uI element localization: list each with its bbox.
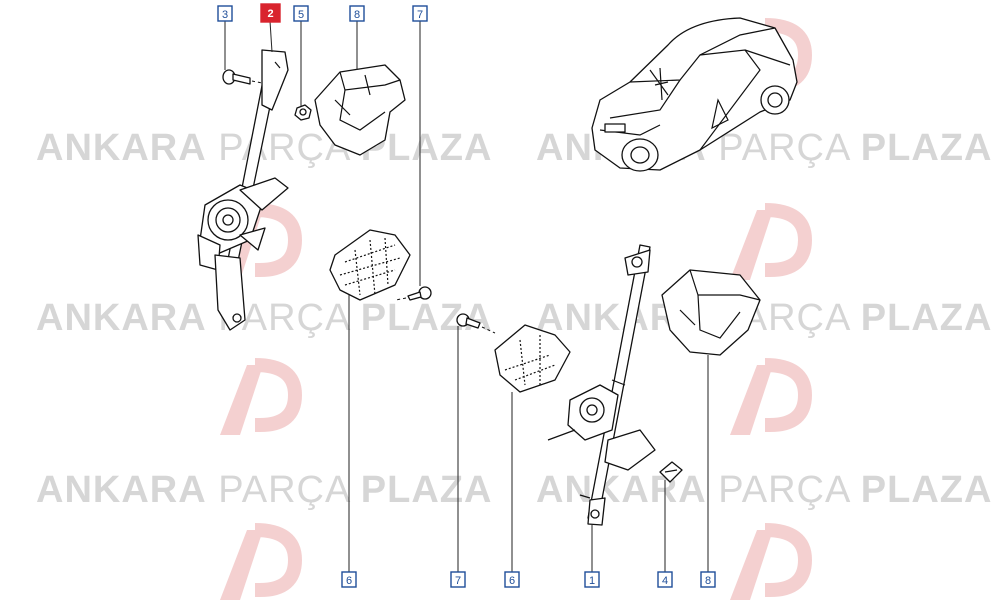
callout-8-top[interactable]: 8 — [349, 5, 365, 22]
callout-1-label: 1 — [589, 575, 595, 587]
callout-1[interactable]: 1 — [584, 571, 600, 588]
callout-2-label: 2 — [267, 8, 273, 20]
callout-3[interactable]: 3 — [217, 5, 233, 22]
watermark-logo — [730, 523, 813, 600]
watermark-word-1: ANKARA — [36, 469, 207, 511]
part-1-window-regulator[interactable] — [547, 244, 656, 526]
watermark-word-1: ANKARA — [36, 127, 207, 169]
watermark-word-2: PARÇA — [218, 469, 351, 511]
watermark-logo — [730, 203, 813, 280]
part-6-cover-plate-left[interactable] — [329, 229, 411, 301]
part-5-nut[interactable] — [294, 104, 312, 121]
callout-5-label: 5 — [298, 9, 304, 21]
callout-4[interactable]: 4 — [657, 571, 673, 588]
callout-8-bottom-label: 8 — [705, 575, 711, 587]
callout-4-label: 4 — [662, 575, 668, 587]
watermark-word-3: PLAZA — [361, 297, 493, 339]
watermark-logo — [220, 523, 303, 600]
part-8-motor-cover-top[interactable] — [314, 64, 406, 156]
watermark-text: ANKARA PARÇA PLAZA ANKARA PARÇA PLAZA AN… — [36, 127, 993, 511]
callout-7-top[interactable]: 7 — [412, 5, 428, 22]
callout-6-right[interactable]: 6 — [504, 571, 520, 588]
part-6-cover-plate-right[interactable] — [494, 324, 571, 393]
watermark-logo — [220, 358, 303, 435]
svg-text:ANKARA PARÇA PLAZA: ANKARA PARÇA PLAZA — [536, 469, 992, 511]
watermark-word-3: PLAZA — [861, 127, 993, 169]
car-illustration — [591, 17, 798, 172]
callout-5[interactable]: 5 — [293, 5, 309, 22]
callout-7-bottom[interactable]: 7 — [450, 571, 466, 588]
callout-7-bottom-label: 7 — [455, 575, 461, 587]
watermark-logos — [220, 18, 813, 600]
part-4-clip[interactable] — [659, 461, 683, 483]
part-3-bolt[interactable] — [222, 69, 263, 85]
callout-2[interactable]: 2 — [260, 3, 281, 23]
watermark-word-1: ANKARA — [36, 297, 207, 339]
callout-6-left[interactable]: 6 — [341, 571, 357, 588]
part-7-screw-lower[interactable] — [456, 313, 496, 334]
callout-8-bottom[interactable]: 8 — [700, 571, 716, 588]
callout-8-top-label: 8 — [354, 9, 360, 21]
callouts: 3 2 5 8 7 6 7 6 — [217, 3, 716, 588]
watermark-word-3: PLAZA — [861, 469, 993, 511]
watermark-word-2: PARÇA — [718, 469, 851, 511]
part-7-screw-upper[interactable] — [395, 286, 432, 301]
watermark-word-2: PARÇA — [718, 127, 851, 169]
watermark-word-1: ANKARA — [536, 469, 707, 511]
watermark-logo — [730, 358, 813, 435]
callout-6-right-label: 6 — [509, 575, 515, 587]
callout-6-left-label: 6 — [346, 575, 352, 587]
svg-text:ANKARA PARÇA PLAZA: ANKARA PARÇA PLAZA — [536, 297, 992, 339]
part-2-window-regulator-with-motor[interactable] — [197, 49, 289, 331]
part-8-motor-cover-right[interactable] — [661, 269, 761, 356]
callout-7-top-label: 7 — [417, 9, 423, 21]
svg-text:ANKARA PARÇA PLAZA: ANKARA PARÇA PLAZA — [36, 297, 492, 339]
svg-text:ANKARA PARÇA PLAZA: ANKARA PARÇA PLAZA — [36, 469, 492, 511]
watermark-word-3: PLAZA — [361, 469, 493, 511]
leader-lines — [224, 20, 709, 572]
callout-3-label: 3 — [222, 9, 228, 21]
watermark-word-3: PLAZA — [861, 297, 993, 339]
